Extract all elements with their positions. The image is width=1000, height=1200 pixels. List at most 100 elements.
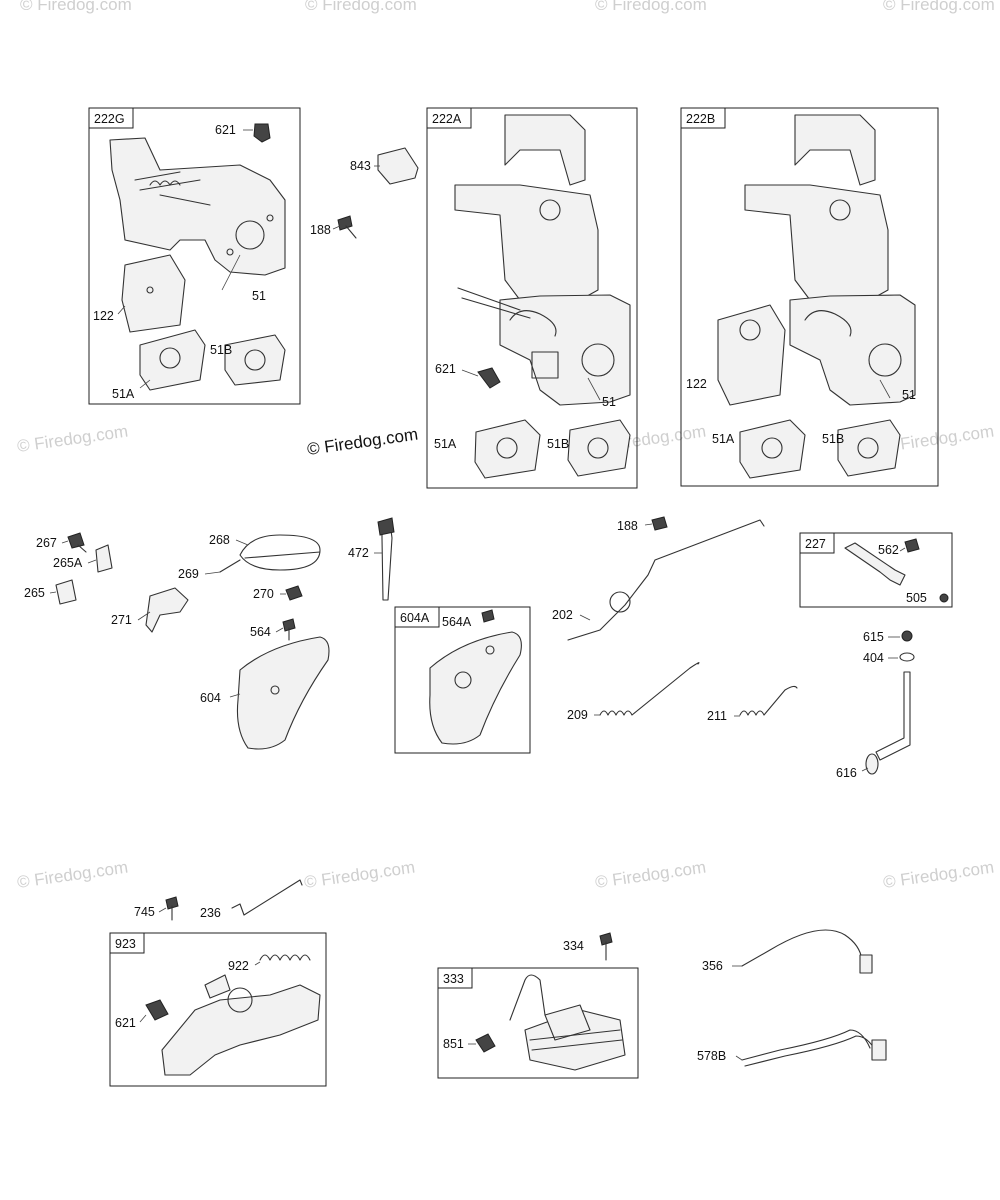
part-label: 209 bbox=[567, 708, 588, 722]
gasket bbox=[474, 419, 541, 479]
governor-bracket bbox=[161, 984, 321, 1076]
kit-923-box: 923 922 621 bbox=[109, 932, 327, 1087]
cover-part bbox=[429, 631, 522, 745]
nut-part bbox=[285, 585, 303, 601]
part-label: 51 bbox=[902, 388, 916, 402]
governor-link-rod bbox=[567, 519, 765, 641]
cover-part bbox=[236, 636, 330, 750]
part-label: 615 bbox=[863, 630, 884, 644]
part-label: 51 bbox=[252, 289, 266, 303]
cable-part bbox=[239, 534, 321, 571]
part-label: 404 bbox=[863, 651, 884, 665]
link-rod-part bbox=[231, 879, 303, 916]
nut-part bbox=[901, 630, 913, 642]
kit-222g-box: 222G 621 51 122 51B 51A bbox=[88, 107, 301, 405]
loose-parts-top: 843 188 bbox=[310, 147, 419, 239]
governor-bracket bbox=[504, 114, 586, 186]
nut-part bbox=[939, 593, 949, 603]
part-label: 472 bbox=[348, 546, 369, 560]
kit-604a-box: 604A 564A bbox=[394, 606, 531, 754]
part-label: 188 bbox=[310, 223, 331, 237]
governor-bracket bbox=[499, 294, 631, 406]
part-label: 562 bbox=[878, 543, 899, 557]
part-label: 269 bbox=[178, 567, 199, 581]
gasket bbox=[739, 419, 806, 479]
clip-part bbox=[253, 123, 271, 143]
link-236-group: 745 236 bbox=[134, 879, 303, 921]
lever-part bbox=[844, 542, 906, 586]
part-label: 616 bbox=[836, 766, 857, 780]
watermark: © Firedog.com bbox=[303, 858, 416, 892]
watermark: © Firedog.com bbox=[20, 0, 132, 14]
bolt-part bbox=[337, 215, 353, 231]
kit-333-label: 333 bbox=[443, 972, 464, 986]
gasket bbox=[139, 329, 206, 391]
part-label: 51A bbox=[112, 387, 135, 401]
block-part bbox=[377, 147, 419, 185]
governor-bracket bbox=[454, 184, 599, 301]
copyright-text: © Firedog.com bbox=[306, 425, 419, 459]
part-label: 211 bbox=[707, 709, 727, 723]
part-label: 621 bbox=[215, 123, 236, 137]
part-label: 851 bbox=[443, 1037, 464, 1051]
part-label: 505 bbox=[906, 591, 927, 605]
plug-part bbox=[475, 1033, 496, 1053]
kit-227-label: 227 bbox=[805, 537, 826, 551]
kit-604a-label: 604A bbox=[400, 611, 430, 625]
wire-group: 356 578B bbox=[697, 929, 887, 1067]
kit-222a-box: 222A 621 51 51A 51B bbox=[426, 107, 638, 489]
governor-bracket bbox=[794, 114, 876, 186]
watermark: © Firedog.com bbox=[305, 0, 417, 14]
part-label: 202 bbox=[552, 608, 573, 622]
shaft-part bbox=[875, 671, 911, 761]
kit-222a-label: 222A bbox=[432, 112, 462, 126]
part-label: 122 bbox=[93, 309, 114, 323]
part-label: 265 bbox=[24, 586, 45, 600]
kit-222b-box: 222B 122 51 51A 51B bbox=[680, 107, 939, 487]
bolt-part bbox=[904, 538, 920, 553]
spring-part bbox=[599, 662, 700, 716]
spring-part bbox=[259, 954, 311, 961]
clip-part bbox=[55, 579, 77, 605]
bolt-part bbox=[599, 932, 613, 946]
part-label: 604 bbox=[200, 691, 221, 705]
governor-bracket bbox=[789, 294, 916, 406]
part-label: 356 bbox=[702, 959, 723, 973]
watermark: © Firedog.com bbox=[883, 0, 995, 14]
clip-part bbox=[477, 367, 501, 389]
kit-222b-label: 222B bbox=[686, 112, 715, 126]
kit-923-label: 923 bbox=[115, 937, 136, 951]
cover-604-group: 564 604 bbox=[200, 618, 330, 750]
part-label: 564 bbox=[250, 625, 271, 639]
clip-part bbox=[95, 544, 113, 573]
clip-part bbox=[145, 999, 169, 1021]
part-label: 271 bbox=[111, 613, 132, 627]
watermark: © Firedog.com bbox=[882, 858, 995, 892]
bolt-part bbox=[481, 609, 495, 623]
watermark: © Firedog.com bbox=[594, 858, 707, 892]
part-label: 334 bbox=[563, 939, 584, 953]
gasket bbox=[717, 304, 786, 406]
part-label: 922 bbox=[228, 959, 249, 973]
kit-333-box: 333 851 bbox=[437, 967, 639, 1079]
part-label: 745 bbox=[134, 905, 155, 919]
shaft-group: 615 404 616 bbox=[836, 630, 915, 780]
part-label: 51 bbox=[602, 395, 616, 409]
bolt-part bbox=[282, 618, 296, 632]
part-label: 51B bbox=[547, 437, 569, 451]
part-label: 578B bbox=[697, 1049, 726, 1063]
wire-part bbox=[741, 1029, 877, 1067]
part-label: 51A bbox=[434, 437, 457, 451]
part-label: 51B bbox=[822, 432, 844, 446]
part-label: 267 bbox=[36, 536, 57, 550]
bolt-334-group: 334 bbox=[563, 932, 613, 961]
bolt-part bbox=[67, 532, 85, 549]
part-label: 268 bbox=[209, 533, 230, 547]
part-label: 236 bbox=[200, 906, 221, 920]
kit-222g-label: 222G bbox=[94, 112, 125, 126]
part-label: 188 bbox=[617, 519, 638, 533]
wire-part bbox=[741, 929, 863, 967]
washer-part bbox=[899, 652, 915, 662]
gasket bbox=[837, 419, 901, 477]
part-label: 621 bbox=[435, 362, 456, 376]
